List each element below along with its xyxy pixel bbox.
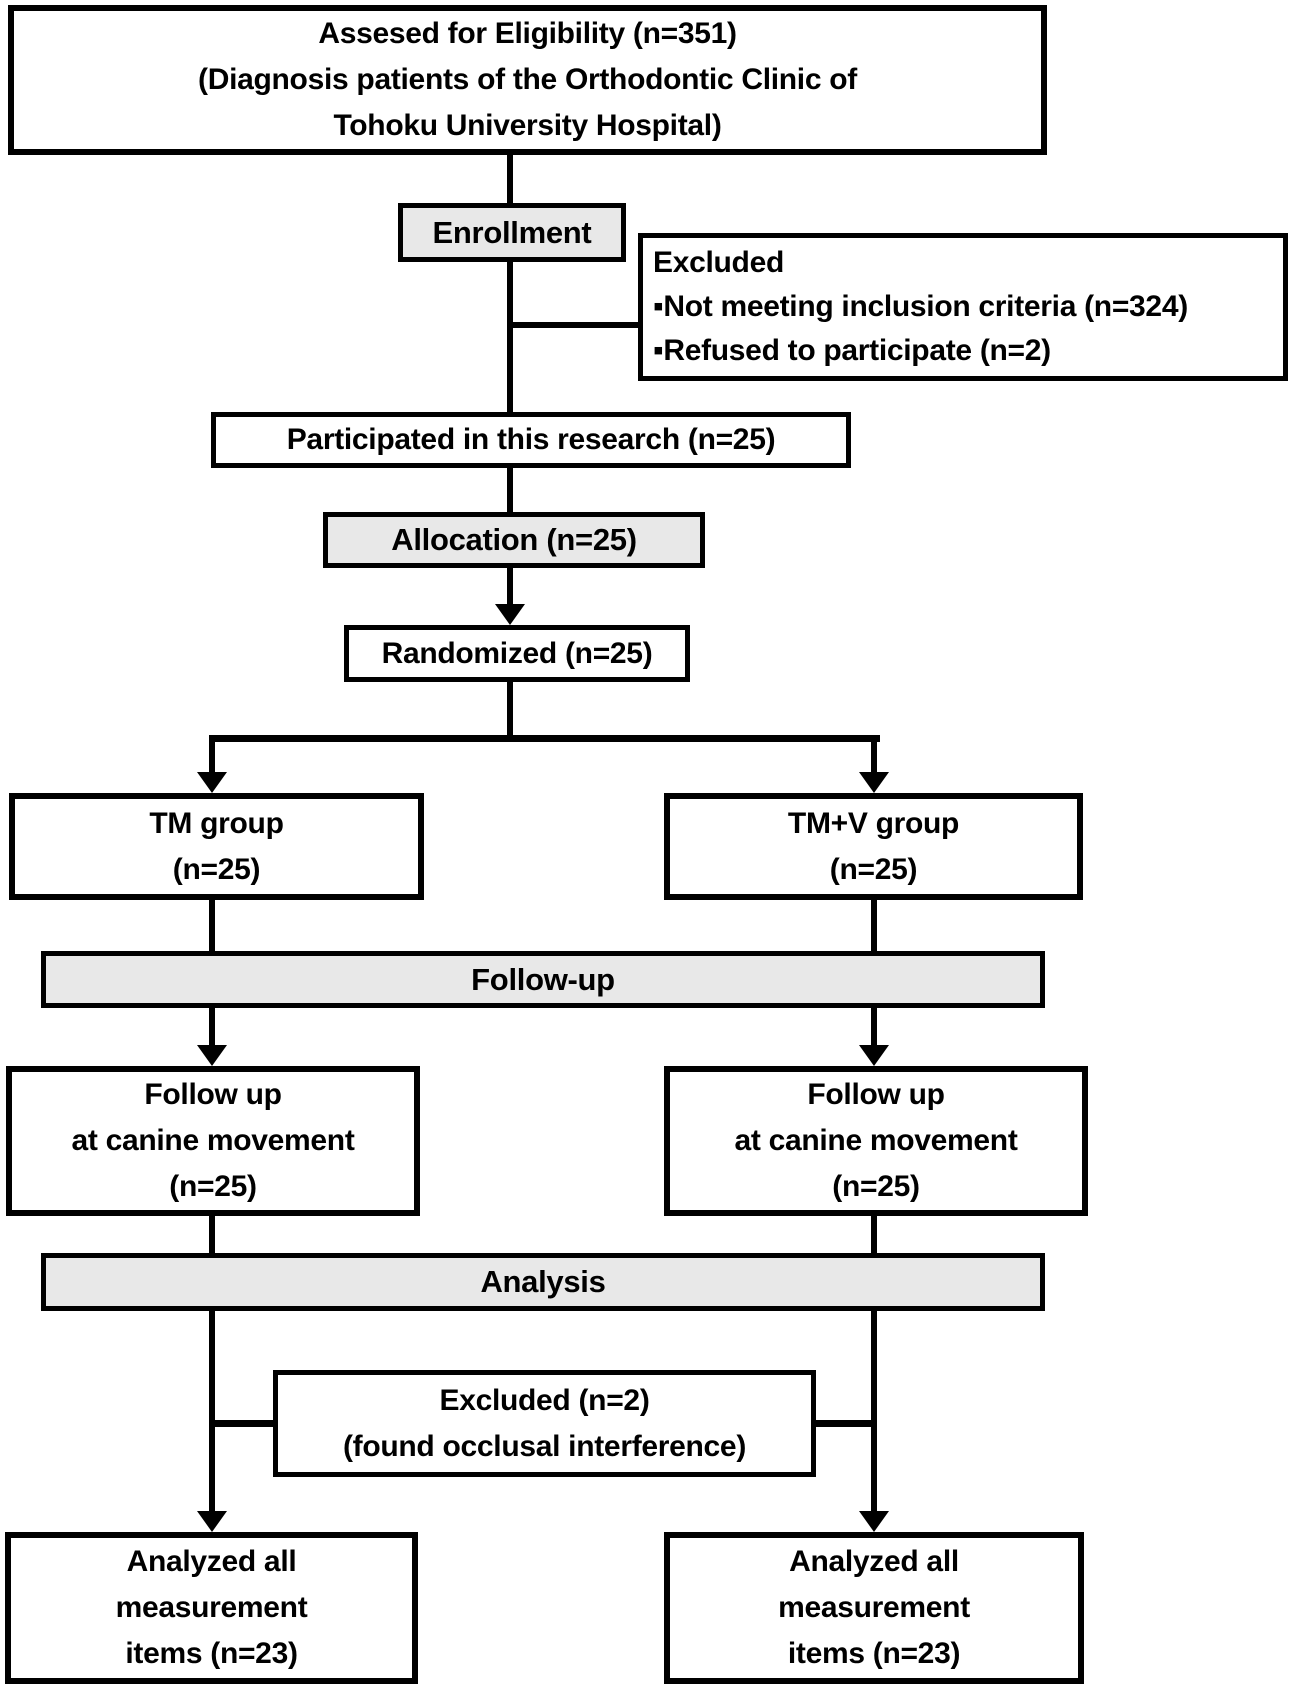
connector-line bbox=[871, 735, 877, 776]
excluded-enrollment-box: Excluded ▪Not meeting inclusion criteria… bbox=[638, 233, 1288, 381]
enrollment-stage-box: Enrollment bbox=[398, 203, 626, 262]
analyzed-tm-line: measurement bbox=[115, 1591, 308, 1624]
followup-tm-line: Follow up bbox=[144, 1078, 282, 1111]
connector-line bbox=[871, 900, 877, 951]
connector-line bbox=[871, 1008, 877, 1047]
followup-tmv-box: Follow up at canine movement (n=25) bbox=[664, 1066, 1088, 1216]
connector-line bbox=[816, 1420, 877, 1427]
connector-line bbox=[209, 900, 215, 951]
tm-group-box: TM group (n=25) bbox=[9, 793, 424, 900]
connector-line bbox=[871, 1216, 877, 1253]
excluded-analysis-line: Excluded (n=2) bbox=[439, 1383, 650, 1417]
arrow-down-icon bbox=[495, 604, 525, 625]
allocation-stage-label: Allocation (n=25) bbox=[391, 522, 637, 557]
randomized-label: Randomized (n=25) bbox=[381, 636, 653, 670]
analyzed-tmv-line: measurement bbox=[778, 1591, 970, 1624]
followup-tmv-line: Follow up bbox=[807, 1078, 945, 1111]
eligibility-line: Assesed for Eligibility (n=351) bbox=[318, 17, 737, 50]
excluded-analysis-box: Excluded (n=2) (found occlusal interfere… bbox=[273, 1370, 816, 1477]
followup-tm-box: Follow up at canine movement (n=25) bbox=[6, 1066, 420, 1216]
participated-label: Participated in this research (n=25) bbox=[286, 423, 776, 456]
analysis-stage-banner: Analysis bbox=[41, 1253, 1045, 1311]
eligibility-line: (Diagnosis patients of the Orthodontic C… bbox=[198, 63, 857, 96]
arrow-down-icon bbox=[859, 1045, 889, 1066]
connector-line bbox=[507, 155, 513, 412]
analysis-stage-label: Analysis bbox=[480, 1264, 606, 1299]
excluded-enrollment-item: ▪Not meeting inclusion criteria (n=324) bbox=[653, 290, 1188, 323]
analyzed-tm-line: Analyzed all bbox=[126, 1545, 297, 1578]
connector-line bbox=[507, 468, 513, 512]
followup-stage-banner: Follow-up bbox=[41, 951, 1045, 1008]
connector-line bbox=[510, 322, 638, 328]
followup-stage-label: Follow-up bbox=[471, 961, 615, 997]
arrow-down-icon bbox=[197, 1045, 227, 1066]
excluded-enrollment-title: Excluded bbox=[653, 246, 784, 279]
followup-tm-line: at canine movement bbox=[71, 1124, 355, 1157]
excluded-enrollment-item: ▪Refused to participate (n=2) bbox=[653, 334, 1051, 367]
connector-line bbox=[507, 568, 513, 607]
followup-tmv-line: at canine movement bbox=[734, 1124, 1018, 1157]
connector-line bbox=[209, 1311, 215, 1513]
participated-box: Participated in this research (n=25) bbox=[211, 412, 851, 468]
randomized-box: Randomized (n=25) bbox=[344, 625, 690, 682]
tmv-group-line: TM+V group bbox=[787, 806, 960, 840]
tm-group-line: TM group bbox=[149, 806, 284, 840]
arrow-down-icon bbox=[197, 772, 227, 793]
tmv-group-box: TM+V group (n=25) bbox=[664, 793, 1083, 900]
connector-line bbox=[209, 735, 215, 776]
connector-line bbox=[209, 1216, 215, 1253]
tmv-group-line: (n=25) bbox=[829, 852, 918, 886]
connector-line bbox=[212, 1420, 273, 1427]
arrow-down-icon bbox=[859, 772, 889, 793]
eligibility-box: Assesed for Eligibility (n=351) (Diagnos… bbox=[8, 5, 1047, 155]
enrollment-stage-label: Enrollment bbox=[432, 214, 592, 250]
analyzed-tmv-line: Analyzed all bbox=[789, 1545, 959, 1578]
followup-tm-line: (n=25) bbox=[169, 1170, 257, 1203]
analyzed-tm-box: Analyzed all measurement items (n=23) bbox=[5, 1532, 418, 1684]
excluded-analysis-line: (found occlusal interference) bbox=[342, 1429, 747, 1463]
followup-tmv-line: (n=25) bbox=[832, 1170, 920, 1203]
connector-line bbox=[209, 1008, 215, 1047]
tm-group-line: (n=25) bbox=[172, 852, 261, 886]
allocation-stage-box: Allocation (n=25) bbox=[323, 512, 705, 568]
analyzed-tmv-line: items (n=23) bbox=[787, 1637, 961, 1670]
arrow-down-icon bbox=[197, 1511, 227, 1532]
analyzed-tmv-box: Analyzed all measurement items (n=23) bbox=[664, 1532, 1084, 1684]
connector-line bbox=[209, 735, 880, 742]
connector-line bbox=[871, 1311, 877, 1513]
eligibility-line: Tohoku University Hospital) bbox=[333, 109, 722, 142]
connector-line bbox=[507, 682, 513, 741]
analyzed-tm-line: items (n=23) bbox=[125, 1637, 298, 1670]
arrow-down-icon bbox=[859, 1511, 889, 1532]
